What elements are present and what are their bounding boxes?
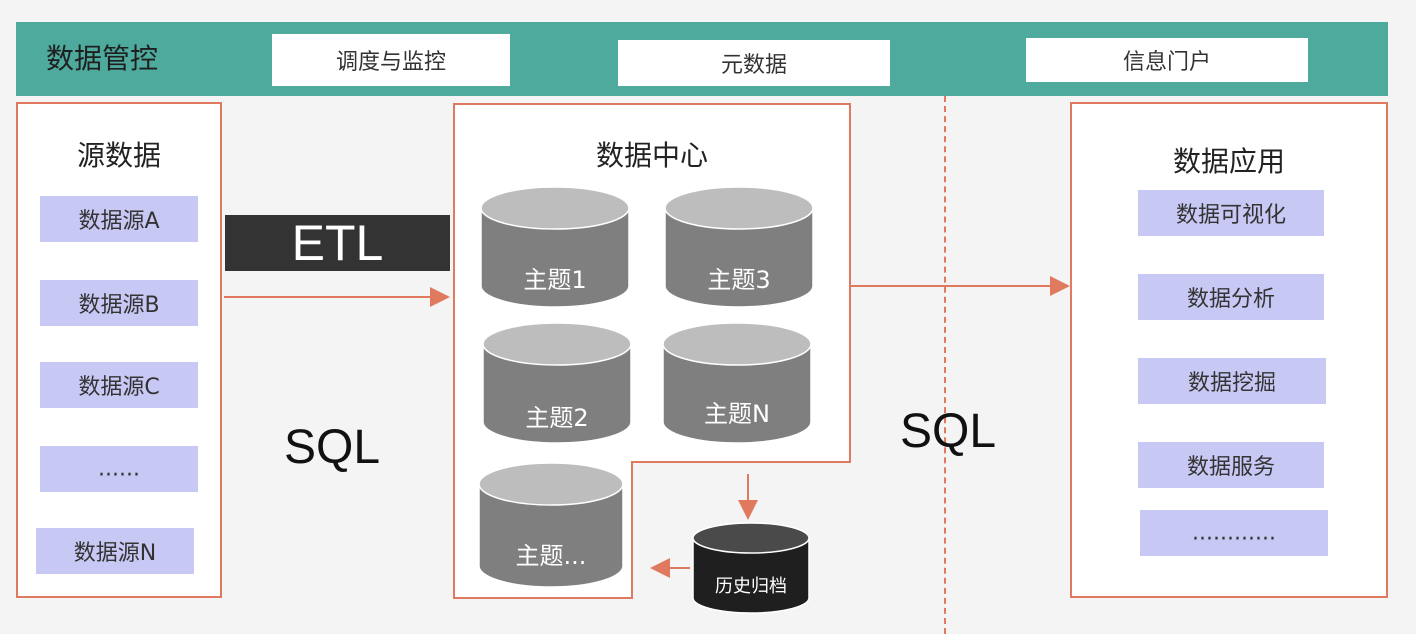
info-portal-label: 信息门户 [1122, 50, 1211, 75]
source-item: 数据源N [36, 528, 194, 574]
application-item-label: 数据可视化 [1175, 203, 1286, 228]
source-item: 数据源A [40, 196, 198, 242]
metadata-label: 元数据 [720, 53, 787, 78]
source-item-label: ...... [98, 456, 140, 482]
sql-label-left: SQL [284, 421, 381, 474]
topic-label: 主题2 [525, 404, 589, 432]
source-item: 数据源B [40, 280, 198, 326]
history-archive-cylinder: 历史归档 [692, 522, 810, 614]
topic-label: 主题N [704, 400, 770, 428]
separator-dashed-line [944, 96, 946, 634]
application-item: 数据服务 [1138, 442, 1324, 488]
topic-cylinder: 主题3 [664, 186, 814, 308]
application-item-label: 数据分析 [1186, 287, 1275, 312]
data-center-title: 数据中心 [595, 139, 708, 172]
topic-label: 主题... [515, 542, 587, 570]
history-archive-label: 历史归档 [715, 576, 787, 597]
source-item-label: 数据源A [78, 209, 160, 234]
source-item: 数据源C [40, 362, 198, 408]
scheduling-monitoring-label: 调度与监控 [335, 50, 446, 75]
topic-label: 主题3 [707, 266, 771, 294]
topic-cylinder: 主题... [478, 462, 624, 588]
info-portal-box: 信息门户 [1026, 38, 1308, 82]
application-item: 数据分析 [1138, 274, 1324, 320]
source-data-panel: 源数据 数据源A 数据源B 数据源C ...... 数据源N [16, 102, 222, 598]
application-item-label: 数据服务 [1186, 455, 1275, 480]
source-item: ...... [40, 446, 198, 492]
source-item-label: 数据源C [78, 375, 160, 400]
data-application-panel: 数据应用 数据可视化 数据分析 数据挖掘 数据服务 ............ [1070, 102, 1388, 598]
application-item-label: ............ [1192, 520, 1276, 546]
topic-cylinder: 主题N [662, 322, 812, 444]
etl-bar: ETL [225, 215, 450, 271]
application-item-label: 数据挖掘 [1187, 371, 1276, 396]
topic-label: 主题1 [523, 266, 587, 294]
topic-cylinder: 主题2 [482, 322, 632, 444]
data-application-title: 数据应用 [1172, 145, 1285, 178]
scheduling-monitoring-box: 调度与监控 [272, 34, 510, 86]
source-data-title: 源数据 [76, 139, 161, 172]
data-governance-bar: 数据管控 调度与监控 元数据 信息门户 [16, 22, 1388, 96]
source-item-label: 数据源N [73, 541, 157, 566]
sql-label-right: SQL [900, 405, 997, 458]
application-item: 数据可视化 [1138, 190, 1324, 236]
topic-cylinder: 主题1 [480, 186, 630, 308]
application-item: 数据挖掘 [1138, 358, 1326, 404]
application-item: ............ [1140, 510, 1328, 556]
metadata-box: 元数据 [618, 40, 890, 86]
governance-title: 数据管控 [46, 42, 159, 75]
source-item-label: 数据源B [78, 293, 160, 318]
